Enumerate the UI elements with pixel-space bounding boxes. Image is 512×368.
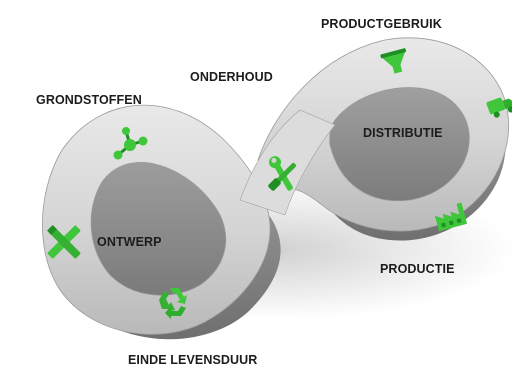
stage-label-ontwerp: ONTWERP (97, 235, 162, 249)
factory-icon (434, 202, 468, 232)
ruler-pencil-icon (47, 225, 81, 259)
stage-label-productgebruik: PRODUCTGEBRUIK (321, 17, 442, 31)
stage-label-distributie: DISTRIBUTIE (363, 126, 443, 140)
wrench-screwdriver-icon (268, 156, 297, 191)
funnel-icon (380, 48, 407, 74)
recycle-icon (159, 288, 187, 319)
stage-label-productie: PRODUCTIE (380, 262, 455, 276)
stage-label-onderhoud: ONDERHOUD (190, 70, 273, 84)
band-right-loop (257, 37, 509, 232)
stage-label-einde-levensduur: EINDE LEVENSDUUR (128, 353, 258, 367)
molecule-icon (113, 127, 148, 160)
band-crossing (239, 109, 336, 216)
stage-label-grondstoffen: GRONDSTOFFEN (36, 93, 142, 107)
band-left-loop (42, 104, 271, 335)
